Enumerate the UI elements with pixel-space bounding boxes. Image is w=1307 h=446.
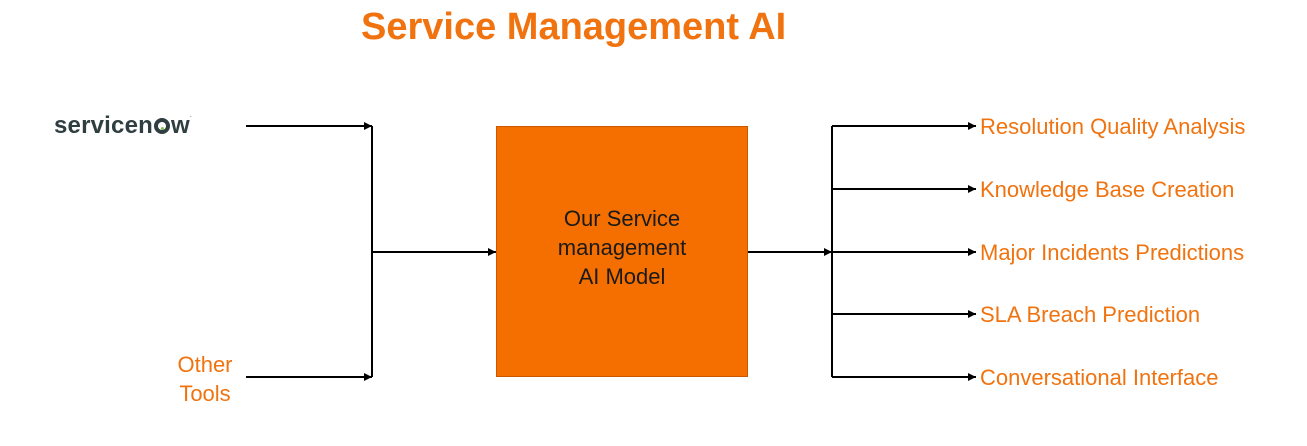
- model-line-2: management: [557, 235, 687, 260]
- model-line-3: AI Model: [578, 264, 666, 289]
- ai-model-box: [496, 126, 748, 377]
- other-tools-line-1: Other: [177, 352, 233, 377]
- output-conversational-interface: Conversational Interface: [980, 365, 1219, 390]
- model-line-1: Our Service: [563, 206, 681, 231]
- output-knowledge-base-creation: Knowledge Base Creation: [980, 177, 1235, 202]
- output-major-incidents-predictions: Major Incidents Predictions: [980, 240, 1245, 265]
- other-tools-line-2: Tools: [179, 381, 231, 406]
- page-title: Service Management AI: [361, 6, 787, 48]
- other-tools-label: Other Tools: [170, 350, 240, 408]
- ai-model-label: Our Service management AI Model: [496, 204, 748, 291]
- logo-o-mark: [154, 118, 171, 134]
- output-resolution-quality-analysis: Resolution Quality Analysis: [980, 114, 1246, 139]
- output-sla-breach-prediction: SLA Breach Prediction: [980, 302, 1201, 327]
